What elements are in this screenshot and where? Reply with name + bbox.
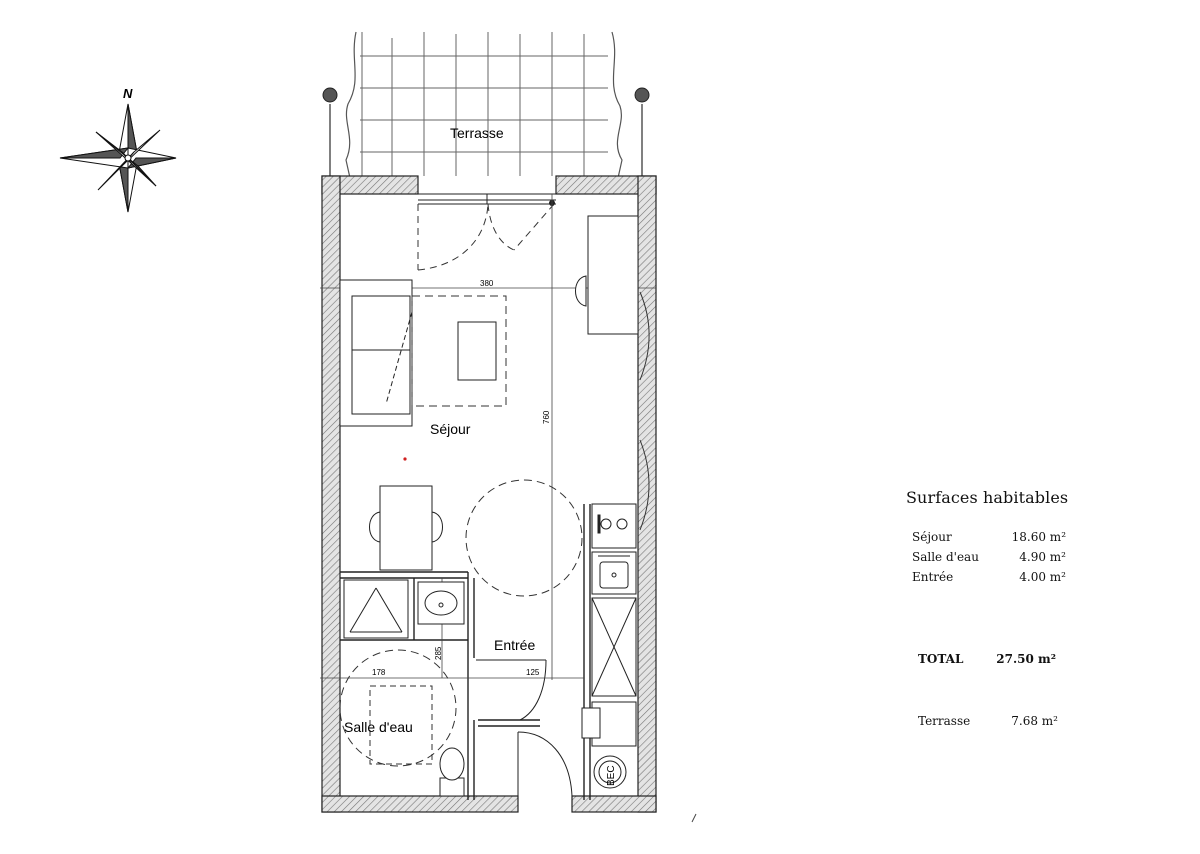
fixture-label-bec: BEC — [606, 765, 617, 786]
bay-window — [418, 193, 556, 205]
shower — [343, 579, 409, 639]
surfaces-panel: Surfaces habitables Séjour 18.60 m² Sall… — [906, 488, 1126, 728]
window-swing — [417, 203, 555, 271]
washbasin — [417, 581, 465, 625]
marker-dot — [403, 457, 407, 461]
kitchen-unit — [581, 503, 637, 789]
surface-value: 18.60 m² — [1011, 530, 1066, 544]
total-label: TOTAL — [918, 652, 964, 666]
room-label-entree: Entrée — [494, 637, 535, 653]
room-label-sejour: Séjour — [430, 421, 471, 437]
terrace-area: Terrasse — [322, 31, 650, 179]
rug — [411, 295, 507, 407]
bathroom-mat — [369, 685, 433, 765]
desk — [575, 215, 639, 335]
dimension-760: 760 — [542, 410, 551, 424]
bathroom-turning-circle — [339, 649, 457, 767]
terrasse-label: Terrasse — [918, 714, 971, 728]
dimension-380: 380 — [480, 279, 494, 288]
surface-label: Entrée — [912, 570, 954, 584]
compass-north-label: N — [123, 86, 133, 101]
stray-mark — [691, 813, 697, 823]
side-window — [639, 291, 650, 531]
bathroom-door — [476, 659, 547, 721]
coffee-table — [457, 321, 497, 381]
room-label-salle-eau: Salle d'eau — [344, 719, 413, 735]
surface-value: 4.00 m² — [1019, 570, 1066, 584]
total-value: 27.50 m² — [996, 652, 1056, 666]
sofa — [339, 279, 413, 427]
room-label-terrasse: Terrasse — [450, 125, 504, 141]
surface-label: Séjour — [912, 530, 952, 544]
dimension-178: 178 — [372, 668, 386, 677]
dimension-285: 285 — [434, 646, 443, 660]
dining-table — [369, 485, 443, 571]
interior-partitions — [340, 504, 591, 800]
terrasse-value: 7.68 m² — [1011, 714, 1058, 728]
surface-label: Salle d'eau — [912, 550, 979, 564]
entrance-door — [517, 731, 573, 800]
exterior-walls — [321, 175, 657, 813]
toilet — [439, 747, 465, 797]
surfaces-title: Surfaces habitables — [906, 488, 1069, 507]
compass-rose-icon — [59, 103, 177, 213]
turning-circle — [465, 479, 583, 597]
surface-value: 4.90 m² — [1019, 550, 1066, 564]
dimension-125: 125 — [526, 668, 540, 677]
